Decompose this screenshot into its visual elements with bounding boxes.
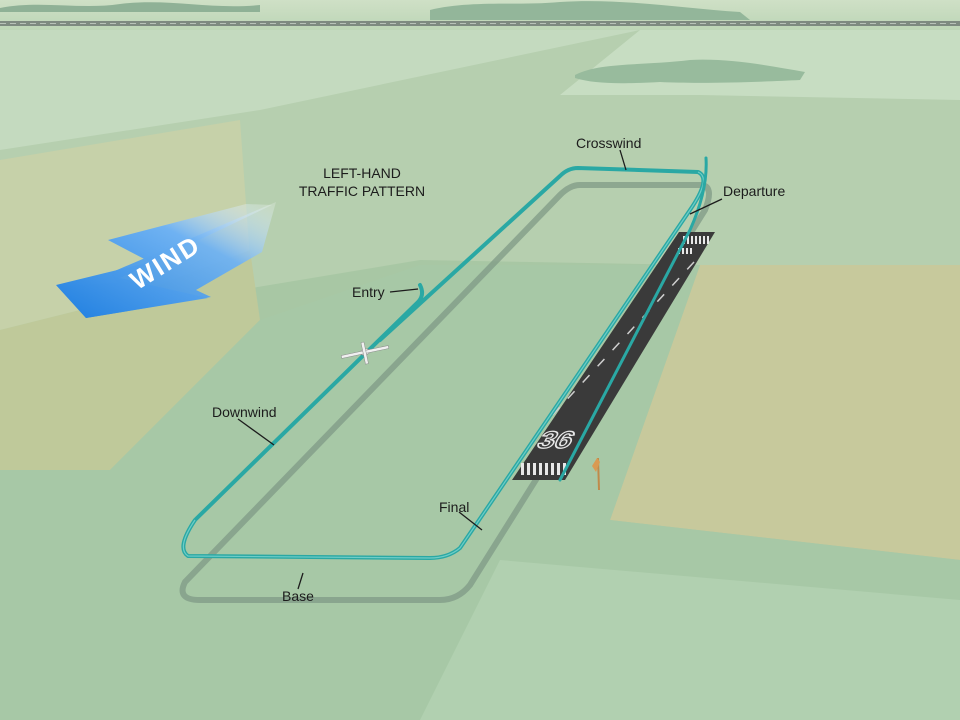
title-line-2: TRAFFIC PATTERN <box>298 183 426 199</box>
label-crosswind: Crosswind <box>576 135 642 151</box>
label-departure: Departure <box>723 183 786 199</box>
diagram-title: LEFT-HAND TRAFFIC PATTERN <box>272 164 452 200</box>
label-base: Base <box>282 588 314 604</box>
wind-arrow <box>56 202 276 318</box>
label-entry: Entry <box>352 284 385 300</box>
label-downwind: Downwind <box>212 404 277 420</box>
ground-track-shadow <box>179 182 712 603</box>
runway <box>512 232 715 480</box>
airplane-icon <box>340 341 390 365</box>
label-final: Final <box>439 499 470 515</box>
leader-lines <box>237 149 723 590</box>
title-line-1: LEFT-HAND <box>323 165 401 181</box>
departure-climbout-path <box>558 156 708 482</box>
windsock <box>592 457 600 491</box>
flight-path-highlight <box>182 171 705 559</box>
